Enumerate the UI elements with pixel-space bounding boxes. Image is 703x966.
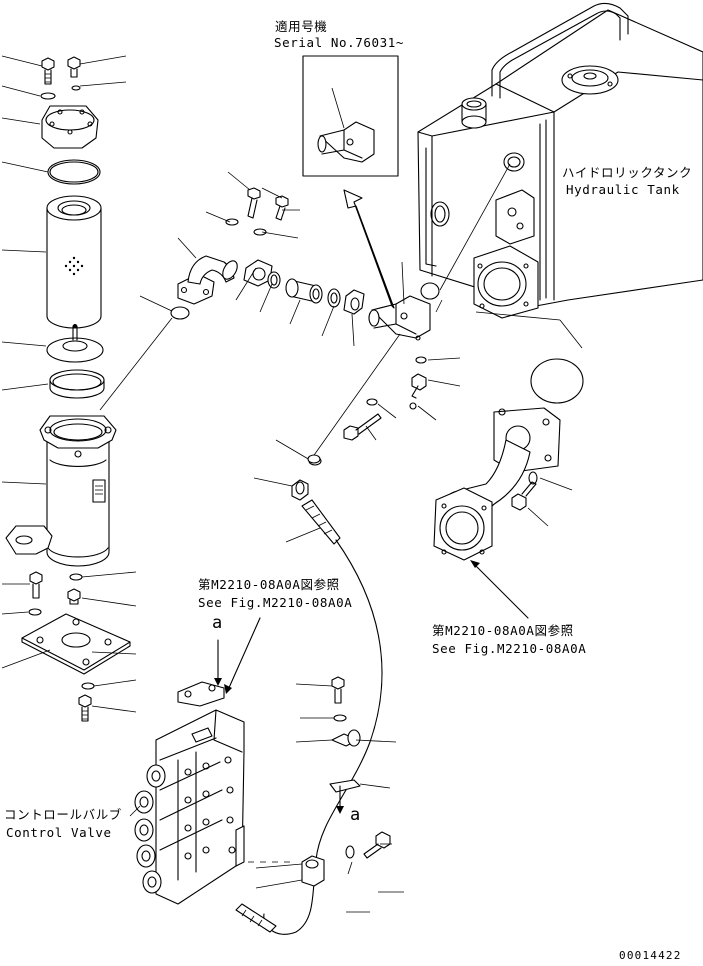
arrow-a-bottom <box>336 785 344 814</box>
serial-label-jp: 適用号機 <box>275 19 328 34</box>
ref-left-jp: 第M2210-08A0A図参照 <box>198 577 340 592</box>
filter-assembly <box>1 55 137 722</box>
o-ring <box>69 573 83 581</box>
o-ring-small <box>71 85 81 91</box>
valve-label-jp: コントロールバルブ <box>4 807 122 822</box>
o-ring-fitting <box>415 356 427 364</box>
filter-case <box>5 415 117 567</box>
fitting-elbow <box>411 373 427 399</box>
leaders-center <box>139 171 461 913</box>
elbow-block <box>368 295 431 341</box>
clamp-lower <box>301 855 325 887</box>
valve-ports <box>184 756 236 860</box>
plug <box>67 588 81 605</box>
ring-seal <box>49 369 105 399</box>
ref-right-jp: 第M2210-08A0A図参照 <box>432 623 574 638</box>
drain-hose <box>263 539 383 935</box>
marker-a-bottom: a <box>350 805 361 825</box>
clamp-plate <box>329 779 361 793</box>
o-ring-cover <box>47 159 101 185</box>
bolt-plate <box>78 694 92 722</box>
washer-clamp <box>333 714 347 722</box>
washer-lower-clamp <box>345 845 355 859</box>
marker-a-top: a <box>212 613 223 633</box>
ring-2 <box>327 288 341 308</box>
valve-label-en: Control Valve <box>6 825 112 840</box>
gasket-2 <box>343 289 365 315</box>
valve-spools <box>134 764 166 894</box>
bolt-block <box>343 413 382 441</box>
hose-end-lower <box>235 903 277 933</box>
o-ring-suction <box>530 358 584 404</box>
pipe-joint <box>285 278 323 304</box>
leaders-left <box>1 55 137 713</box>
bolt-clamp <box>331 676 345 704</box>
filter-element <box>46 195 102 329</box>
mounting-plate <box>21 613 131 675</box>
plug-small <box>409 402 417 410</box>
ring-1 <box>267 271 281 289</box>
bolt-lower-clamp <box>363 831 391 859</box>
ref-left-en: See Fig.M2210-08A0A <box>198 595 353 610</box>
control-valve <box>129 617 261 905</box>
valve-bracket <box>177 617 261 707</box>
washer-block <box>366 398 378 406</box>
bolts-center <box>225 187 289 236</box>
tank-label-jp: ハイドロリックタンク <box>562 165 693 180</box>
ref-right-en: See Fig.M2210-08A0A <box>432 641 587 656</box>
valve-spring <box>46 324 104 363</box>
bolt-left <box>41 57 55 85</box>
hose-fitting <box>291 479 309 501</box>
serial-inset <box>302 55 399 309</box>
reference-lines <box>99 306 401 464</box>
drawing-number: 00014422 <box>619 949 682 962</box>
hose-end <box>301 499 341 545</box>
filter-cover <box>41 105 99 149</box>
washer <box>40 92 56 100</box>
hose-clamp <box>331 729 361 747</box>
o-ring-tank <box>420 282 440 300</box>
hydraulic-tank <box>417 2 703 349</box>
suction-elbow <box>433 358 584 619</box>
washer-plate <box>81 682 95 690</box>
bolt-right <box>67 56 81 78</box>
bolt-lower-left <box>29 571 43 599</box>
washer-lower <box>28 608 42 616</box>
gasket <box>243 259 273 287</box>
elbow-flange <box>177 255 238 305</box>
serial-label-en: Serial No.76031~ <box>274 35 405 50</box>
tank-label-en: Hydraulic Tank <box>566 182 680 197</box>
